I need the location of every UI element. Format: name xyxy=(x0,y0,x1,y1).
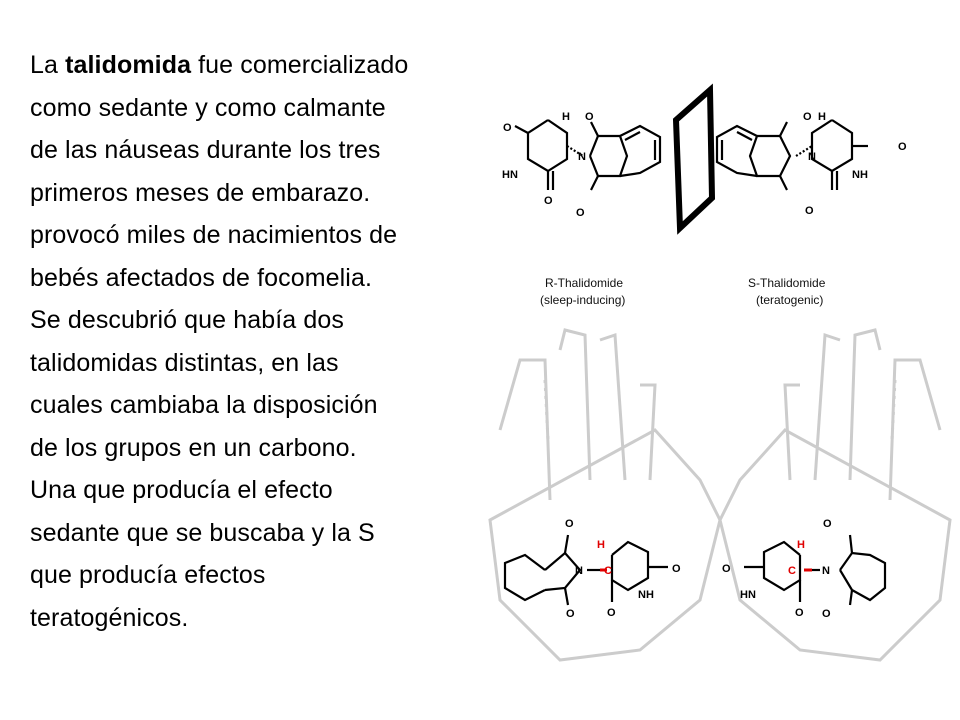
svg-text:O: O xyxy=(576,207,585,219)
text-line-6: bebés afectados de focomelia. xyxy=(30,263,373,292)
svg-text:O: O xyxy=(822,608,831,620)
hands-illustration xyxy=(488,328,952,662)
text-line-13: que producía efectos xyxy=(30,561,266,589)
text-line-1: La talidomida fue comercializado xyxy=(30,51,409,79)
r-thalidomide-desc: (sleep-inducing) xyxy=(540,293,625,307)
svg-text:O: O xyxy=(566,608,575,620)
svg-text:N: N xyxy=(575,565,583,577)
text-line-12: sedante que se buscaba y la S xyxy=(30,518,375,547)
text-line-4: primeros meses de embarazo. xyxy=(30,178,371,207)
svg-text:O: O xyxy=(795,607,804,619)
text-line-8: talidomidas distintas, en las xyxy=(30,348,339,377)
svg-text:O: O xyxy=(805,205,814,217)
svg-text:HN: HN xyxy=(502,169,518,181)
svg-text:HN: HN xyxy=(740,589,756,601)
svg-text:O: O xyxy=(672,563,681,575)
text-line-2: como sedante y como calmante xyxy=(30,93,386,122)
body-text: La talidomida fue comercializado como se… xyxy=(30,44,510,639)
text-line-14: teratogénicos. xyxy=(30,603,189,632)
svg-text:O: O xyxy=(503,122,512,134)
keyword-talidomida: talidomida xyxy=(65,51,192,79)
text-line-5: provocó miles de nacimientos de xyxy=(30,221,398,249)
svg-text:NH: NH xyxy=(638,589,654,601)
svg-text:O: O xyxy=(898,141,907,153)
text-line-10: de los grupos en un carbono. xyxy=(30,433,357,462)
mirror-plane xyxy=(672,83,716,235)
text-line-11: Una que producía el efecto xyxy=(30,476,333,504)
svg-text:H: H xyxy=(562,111,570,123)
svg-text:O: O xyxy=(544,195,553,207)
svg-text:N: N xyxy=(822,565,830,577)
svg-text:N: N xyxy=(808,151,816,163)
svg-text:NH: NH xyxy=(852,169,868,181)
svg-text:C: C xyxy=(788,565,796,577)
svg-text:O: O xyxy=(823,518,832,530)
svg-text:H: H xyxy=(818,111,826,123)
svg-text:O: O xyxy=(565,518,574,530)
s-thalidomide-label: S-Thalidomide xyxy=(748,276,826,290)
svg-text:H: H xyxy=(597,539,605,551)
text-line-7: Se descubrió que había dos xyxy=(30,306,344,334)
text-line-3: de las náuseas durante los tres xyxy=(30,136,381,164)
r-thalidomide-label: R-Thalidomide xyxy=(545,276,623,290)
svg-text:O: O xyxy=(585,111,594,123)
text-line-9: cuales cambiaba la disposición xyxy=(30,391,378,419)
svg-text:O: O xyxy=(607,607,616,619)
svg-text:H: H xyxy=(797,539,805,551)
s-thalidomide-desc: (teratogenic) xyxy=(756,293,823,307)
svg-text:O: O xyxy=(722,563,731,575)
svg-text:O: O xyxy=(803,111,812,123)
svg-text:N: N xyxy=(578,151,586,163)
svg-text:C: C xyxy=(604,565,612,577)
